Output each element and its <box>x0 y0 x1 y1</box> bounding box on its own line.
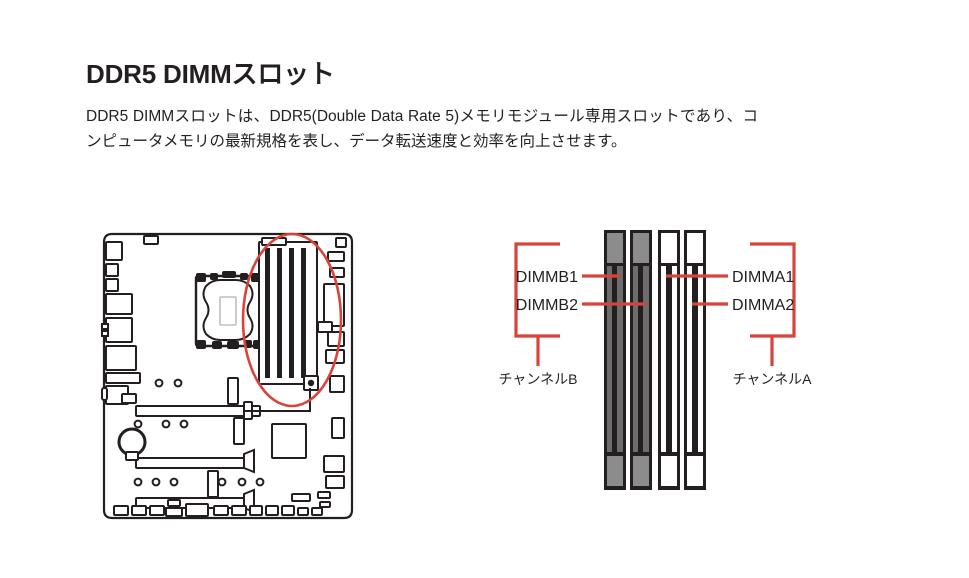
label-dimma1: DIMMA1 <box>732 269 794 286</box>
channel-a-bracket <box>750 242 796 366</box>
dimm-slot-2 <box>630 230 652 490</box>
leader-lines <box>582 274 728 306</box>
page-description: DDR5 DIMMスロットは、DDR5(Double Data Rate 5)メ… <box>86 107 758 150</box>
label-channel-b: チャンネルB <box>499 371 578 387</box>
dimm-slot-figure: DIMMB1 DIMMB2 DIMMA1 DIMMA2 チャンネルB チャンネル… <box>498 228 828 538</box>
motherboard-diagram <box>101 232 354 520</box>
figure-area: DIMMB1 DIMMB2 DIMMA1 DIMMA2 チャンネルB チャンネル… <box>0 218 969 548</box>
rear-io-ports <box>101 241 141 405</box>
board-outline <box>102 232 354 520</box>
label-dimmb1: DIMMB1 <box>516 269 578 286</box>
dimm-slot-3 <box>658 230 680 490</box>
board-dimm-slots <box>258 237 318 385</box>
label-dimmb2: DIMMB2 <box>516 297 578 314</box>
mount-holes <box>133 378 265 487</box>
board-components <box>121 375 319 498</box>
label-dimma2: DIMMA2 <box>732 297 794 314</box>
dimm-highlight-ellipse <box>241 232 343 408</box>
page-title: DDR5 DIMMスロット <box>86 59 335 89</box>
label-channel-a: チャンネルA <box>733 371 813 387</box>
dimm-slot-diagram: DIMMB1 DIMMB2 DIMMA1 DIMMA2 チャンネルB チャンネル… <box>499 230 813 490</box>
motherboard-figure <box>96 228 360 528</box>
text-block: DDR5 DIMMスロット DDR5 DIMMスロットは、DDR5(Double… <box>86 59 866 154</box>
dimm-slot-1 <box>604 230 626 490</box>
dimm-slot-4 <box>684 230 706 490</box>
battery-tab <box>125 451 139 461</box>
top-headers <box>143 235 347 248</box>
front-panel-headers <box>113 491 331 517</box>
channel-b-bracket <box>514 242 560 366</box>
